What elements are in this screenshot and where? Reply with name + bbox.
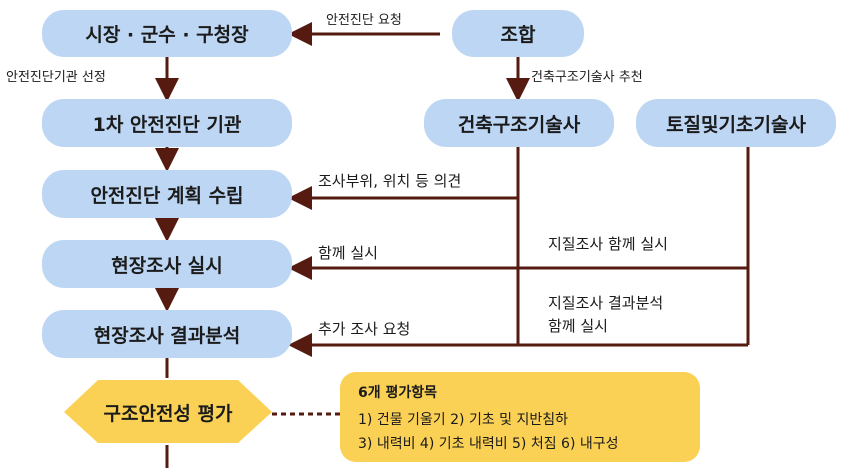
label-geo-together: 지질조사 함께 실시 [548,235,668,253]
label-geo-analysis: 지질조사 결과분석 함께 실시 [548,294,664,335]
label-request: 안전진단 요청 [326,13,402,28]
hexagon-shape [64,380,272,443]
label-add-request: 추가 조사 요청 [318,320,411,338]
label-opinion: 조사부위, 위치 등 의견 [318,172,462,190]
label-select: 안전진단기관 선정 [6,70,106,85]
label-recommend: 건축구조기술사 추천 [531,70,643,85]
note-line-2: 3) 내력비 4) 기초 내력비 5) 처짐 6) 내구성 [358,436,619,452]
node-site-result: 현장조사 결과분석 [42,310,292,358]
note-title: 6개 평가항목 [358,385,438,401]
node-arch-engineer: 건축구조기술사 [424,99,614,147]
safety-eval-label: 구조안전성 평가 [103,402,233,425]
node-site-survey: 현장조사 실시 [42,240,292,288]
node-first-agency: 1차 안전진단 기관 [42,99,292,147]
evaluation-items-note: 6개 평가항목 1) 건물 기울기 2) 기초 및 지반침하 3) 내력비 4)… [340,372,700,462]
node-plan: 안전진단 계획 수립 [42,170,292,218]
node-union: 조합 [452,10,584,57]
node-mayor: 시장 · 군수 · 구청장 [42,10,292,57]
node-geo-engineer: 토질및기초기술사 [636,99,836,147]
node-safety-eval: 구조안전성 평가 [62,380,274,444]
note-line-1: 1) 건물 기울기 2) 기초 및 지반침하 [358,412,568,428]
label-together: 함께 실시 [318,244,378,262]
